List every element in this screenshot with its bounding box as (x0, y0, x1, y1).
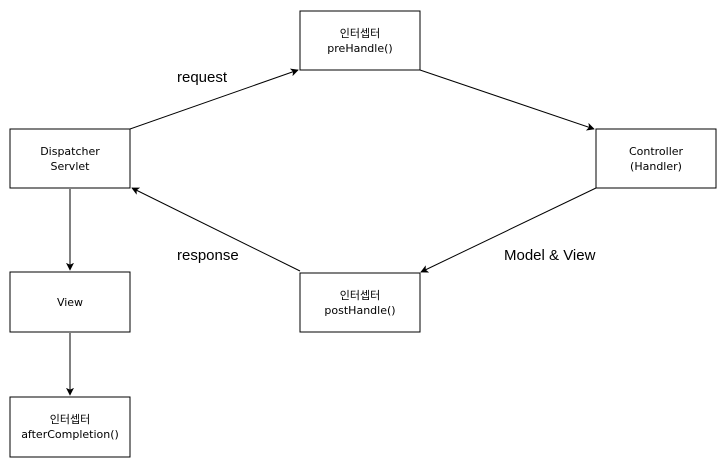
edge-label-response: response (177, 247, 239, 264)
node-prehandle-interceptor: 인터셉터 preHandle() (299, 10, 421, 71)
node-prehandle-line2: preHandle() (327, 42, 392, 55)
node-posthandle-interceptor: 인터셉터 postHandle() (299, 272, 421, 333)
node-dispatcher-servlet: Dispatcher Servlet (9, 128, 131, 189)
node-aftercompletion-line1: 인터셉터 (50, 413, 90, 426)
node-controller-line2: (Handler) (630, 160, 682, 173)
node-view-label: View (57, 296, 83, 309)
edge-prehandle-to-controller (419, 69, 595, 131)
node-controller-handler: Controller (Handler) (595, 128, 717, 189)
edge-label-model-view: Model & View (504, 247, 596, 264)
node-posthandle-line1: 인터셉터 (340, 289, 380, 302)
edge-controller-to-posthandle (420, 187, 597, 273)
node-prehandle-line1: 인터셉터 (340, 27, 380, 40)
node-aftercompletion-line2: afterCompletion() (21, 428, 119, 441)
edge-posthandle-to-dispatcher (131, 187, 301, 272)
node-posthandle-line2: postHandle() (324, 304, 395, 317)
edge-dispatcher-to-prehandle (129, 68, 299, 130)
node-dispatcher-servlet-line2: Servlet (51, 160, 91, 173)
node-aftercompletion-interceptor: 인터셉터 afterCompletion() (9, 396, 131, 458)
node-dispatcher-servlet-line1: Dispatcher (40, 145, 100, 158)
edge-label-request: request (177, 69, 228, 86)
node-view: View (9, 271, 131, 333)
node-controller-line1: Controller (629, 145, 684, 158)
